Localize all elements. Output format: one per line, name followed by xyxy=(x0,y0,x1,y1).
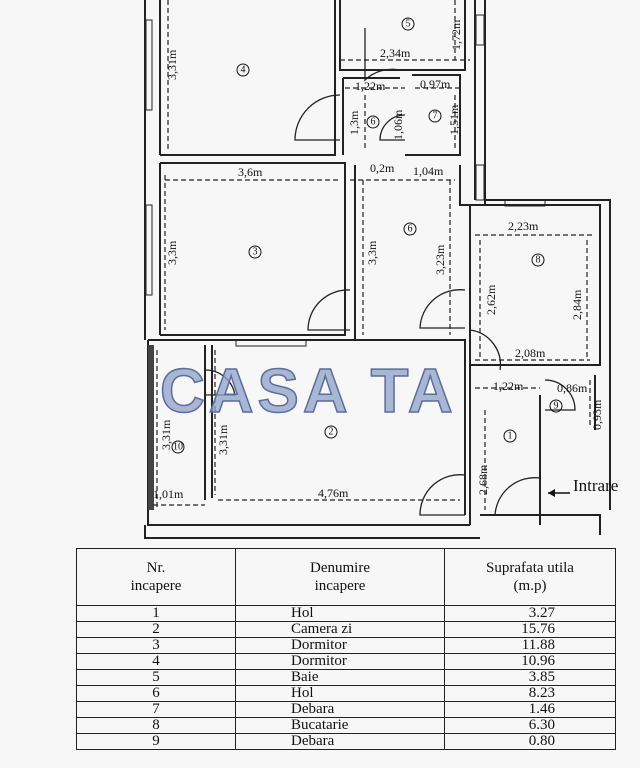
room-number-cell: 6 xyxy=(76,685,236,702)
room-marker-1: 1 xyxy=(503,429,517,443)
svg-text:3,3m: 3,3m xyxy=(365,240,379,265)
room-area-cell: 6.30 xyxy=(444,717,616,734)
svg-text:2,68m: 2,68m xyxy=(476,464,490,495)
room-marker-4: 4 xyxy=(236,63,250,77)
room-number-cell: 9 xyxy=(76,733,236,750)
room-number-cell: 1 xyxy=(76,605,236,622)
svg-text:3,31m: 3,31m xyxy=(216,424,230,455)
svg-text:6: 6 xyxy=(408,224,413,235)
room-marker-5: 5 xyxy=(401,17,415,31)
room-area-cell: 15.76 xyxy=(444,621,616,638)
svg-text:6: 6 xyxy=(371,117,376,128)
room-area-cell: 10.96 xyxy=(444,653,616,670)
room-name-cell: Hol xyxy=(235,685,445,702)
svg-text:0,97m: 0,97m xyxy=(420,77,451,91)
room-numbers: 1 2 3 4 5 6 6 7 8 9 10 xyxy=(171,17,563,454)
svg-text:3,6m: 3,6m xyxy=(238,165,263,179)
watermark: CASA TA xyxy=(160,357,457,426)
svg-text:7: 7 xyxy=(433,111,438,122)
svg-text:3,23m: 3,23m xyxy=(433,244,447,275)
room-name-cell: Hol xyxy=(235,605,445,622)
dimension-lines xyxy=(153,0,595,510)
svg-text:3,31m: 3,31m xyxy=(159,419,173,450)
room-name-cell: Camera zi xyxy=(235,621,445,638)
room-marker-9: 9 xyxy=(549,399,563,413)
room-area-cell: 8.23 xyxy=(444,685,616,702)
svg-text:2,34m: 2,34m xyxy=(380,46,411,60)
svg-text:0,93m: 0,93m xyxy=(590,399,604,430)
svg-text:1,22m: 1,22m xyxy=(493,379,524,393)
header-nr: Nr. incapere xyxy=(76,548,236,606)
dimension-labels: 3,31m 1,72m 2,34m 1,22m 0,97m 1,3m 1,06m… xyxy=(153,19,604,501)
room-name-cell: Dormitor xyxy=(235,653,445,670)
room-number-cell: 3 xyxy=(76,637,236,654)
room-marker-3: 3 xyxy=(248,245,262,259)
room-name-cell: Debara xyxy=(235,733,445,750)
svg-text:2,23m: 2,23m xyxy=(508,219,539,233)
rooms-table: Nr. incapere Denumire incapere Suprafata… xyxy=(76,548,616,750)
room-marker-2: 2 xyxy=(324,425,338,439)
room-name-cell: Debara xyxy=(235,701,445,718)
svg-text:2,08m: 2,08m xyxy=(515,346,546,360)
room-area-cell: 11.88 xyxy=(444,637,616,654)
room-number-cell: 5 xyxy=(76,669,236,686)
svg-text:1,01m: 1,01m xyxy=(153,487,184,501)
svg-text:1: 1 xyxy=(508,431,513,442)
header-area: Suprafata utila (m.p) xyxy=(444,548,616,606)
svg-text:0,86m: 0,86m xyxy=(557,381,588,395)
svg-text:10: 10 xyxy=(173,442,183,453)
room-area-cell: 1.46 xyxy=(444,701,616,718)
room-area-cell: 0.80 xyxy=(444,733,616,750)
svg-text:1,51m: 1,51m xyxy=(447,104,461,135)
room-marker-8: 8 xyxy=(531,253,545,267)
svg-text:5: 5 xyxy=(406,19,411,30)
room-marker-6a: 6 xyxy=(366,115,380,129)
room-number-cell: 4 xyxy=(76,653,236,670)
header-name: Denumire incapere xyxy=(235,548,445,606)
svg-text:1,3m: 1,3m xyxy=(347,110,361,135)
room-name-cell: Dormitor xyxy=(235,637,445,654)
svg-text:3: 3 xyxy=(253,247,258,258)
room-marker-7: 7 xyxy=(428,109,442,123)
svg-text:4: 4 xyxy=(241,65,246,76)
svg-text:8: 8 xyxy=(536,255,541,266)
svg-text:3,31m: 3,31m xyxy=(165,49,179,80)
svg-text:2,84m: 2,84m xyxy=(570,289,584,320)
floor-plan: 3,31m 1,72m 2,34m 1,22m 0,97m 1,3m 1,06m… xyxy=(144,0,618,539)
room-number-cell: 2 xyxy=(76,621,236,638)
room-name-cell: Bucatarie xyxy=(235,717,445,734)
room-marker-6b: 6 xyxy=(403,222,417,236)
room-number-cell: 8 xyxy=(76,717,236,734)
room-number-cell: 7 xyxy=(76,701,236,718)
svg-text:2: 2 xyxy=(329,427,334,438)
doors xyxy=(204,28,576,516)
svg-text:0,2m: 0,2m xyxy=(370,161,395,175)
svg-text:1,22m: 1,22m xyxy=(355,79,386,93)
svg-text:4,76m: 4,76m xyxy=(318,486,349,500)
svg-text:9: 9 xyxy=(554,401,559,412)
svg-text:3,3m: 3,3m xyxy=(165,240,179,265)
entrance-label: Intrare xyxy=(573,476,618,495)
svg-text:1,72m: 1,72m xyxy=(449,19,463,50)
room-area-cell: 3.85 xyxy=(444,669,616,686)
svg-text:1,04m: 1,04m xyxy=(413,164,444,178)
svg-text:1,06m: 1,06m xyxy=(391,109,405,140)
room-name-cell: Baie xyxy=(235,669,445,686)
room-marker-10: 10 xyxy=(171,440,185,454)
svg-text:2,62m: 2,62m xyxy=(484,284,498,315)
room-area-cell: 3.27 xyxy=(444,605,616,622)
entrance: Intrare xyxy=(548,476,618,497)
